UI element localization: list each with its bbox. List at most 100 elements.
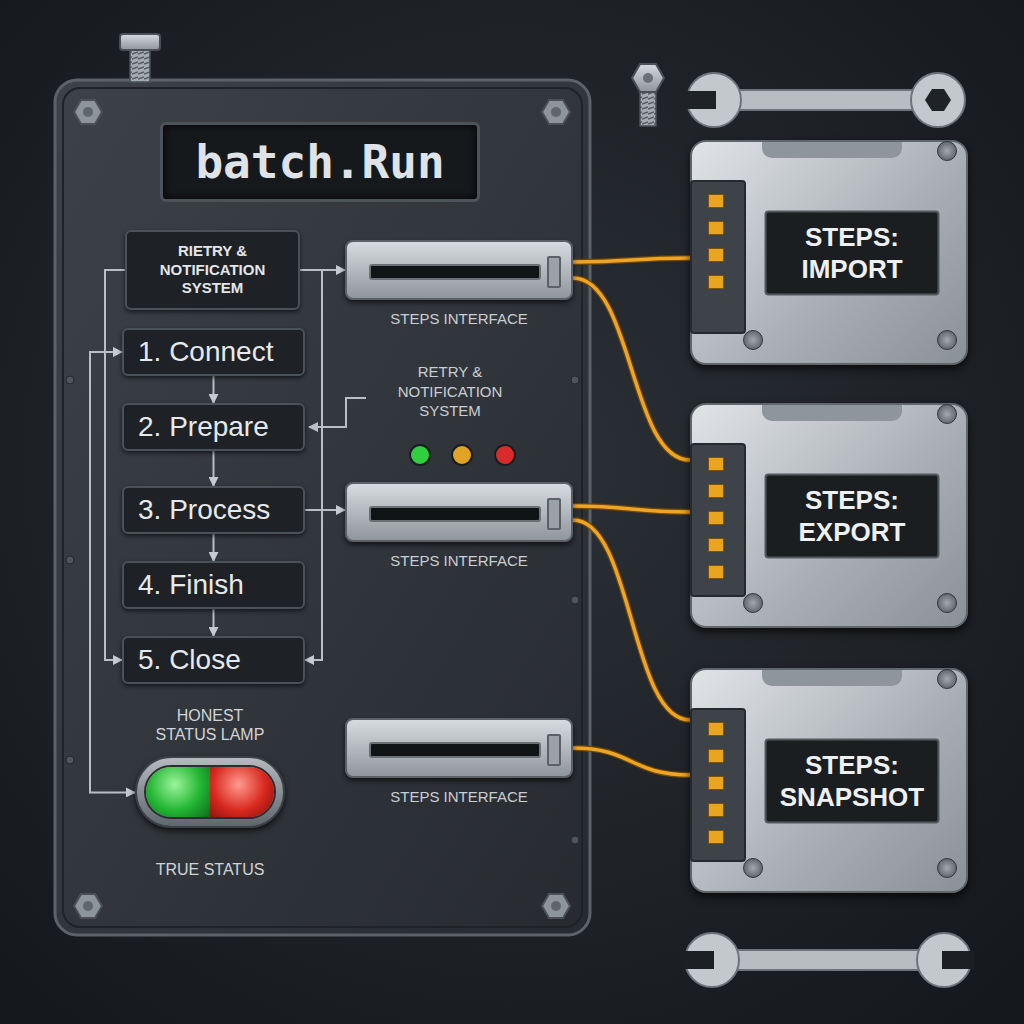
module-screw: [743, 593, 763, 613]
module-notch: [762, 142, 902, 158]
corner-bolt: [74, 894, 102, 918]
pin: [708, 722, 724, 736]
loose-screw: [632, 64, 664, 126]
module-notch: [762, 670, 902, 686]
control-panel: batch.RunRIETRY & NOTIFICATION SYSTEM 1. …: [55, 80, 590, 935]
wrench: [682, 933, 974, 987]
pin-block: [690, 180, 746, 334]
flow-line: [213, 451, 215, 486]
module-name: STEPS: IMPORT: [801, 221, 902, 284]
title-plate: batch.Run: [160, 122, 480, 202]
lamp-label: TRUE STATUS: [156, 860, 265, 879]
callout: RETRY & NOTIFICATION SYSTEM: [370, 362, 530, 421]
step-box: 5. Close: [122, 636, 305, 684]
cable-jacket: [573, 506, 690, 512]
module-screw: [937, 669, 957, 689]
flow-line: [305, 509, 345, 511]
pin: [708, 830, 724, 844]
module-label: STEPS: EXPORT: [765, 473, 940, 558]
slot-tab: [547, 734, 561, 766]
step-module: STEPS: SNAPSHOT: [690, 668, 968, 893]
module-name: STEPS: SNAPSHOT: [780, 749, 924, 812]
cable: [573, 258, 690, 262]
flow-arrow: [213, 376, 214, 403]
cable: [573, 506, 690, 512]
system-label: RIETRY & NOTIFICATION SYSTEM: [135, 242, 290, 298]
step-label: 5. Close: [138, 644, 241, 676]
module-label: STEPS: IMPORT: [765, 210, 940, 295]
cable-jacket: [573, 520, 690, 720]
slot-tab: [547, 498, 561, 530]
pin-block: [690, 443, 746, 597]
slot-opening: [369, 506, 541, 522]
step-box: 3. Process: [122, 486, 305, 534]
lamp-label: HONEST STATUS LAMP: [145, 706, 275, 744]
lamp-green: [146, 767, 210, 817]
step-module: STEPS: IMPORT: [690, 140, 968, 365]
module-screw: [743, 858, 763, 878]
system-box: RIETRY & NOTIFICATION SYSTEM: [125, 230, 300, 310]
pin: [708, 565, 724, 579]
cable-jacket: [573, 748, 690, 775]
cable: [573, 520, 690, 720]
interface-slot: STEPS INTERFACE: [345, 240, 573, 332]
corner-bolt: [542, 894, 570, 918]
flow-arrow: [213, 609, 214, 636]
callout-label: RETRY & NOTIFICATION SYSTEM: [398, 363, 503, 419]
cable: [573, 748, 690, 775]
pin: [708, 803, 724, 817]
pin: [708, 484, 724, 498]
slot-connector: [345, 718, 573, 778]
step-label: 4. Finish: [138, 569, 244, 601]
pin-block: [690, 708, 746, 862]
corner-bolt: [542, 100, 570, 124]
panel-plate: [55, 80, 590, 935]
panel-bevel: [63, 88, 582, 927]
pin: [708, 457, 724, 471]
module-name: STEPS: EXPORT: [799, 484, 906, 547]
step-label: 3. Process: [138, 494, 270, 526]
slot-connector: [345, 482, 573, 542]
pin: [708, 194, 724, 208]
interface-slot: STEPS INTERFACE: [345, 718, 573, 810]
pin: [708, 221, 724, 235]
slot-opening: [369, 264, 541, 280]
module-screw: [937, 404, 957, 424]
cable-jacket: [573, 278, 690, 460]
flow-arrow: [213, 534, 214, 561]
top-bolt: [120, 34, 160, 82]
lamp-bezel: [135, 756, 285, 828]
interface-label: STEPS INTERFACE: [345, 310, 573, 327]
step-label: 2. Prepare: [138, 411, 269, 443]
interface-slot: STEPS INTERFACE: [345, 482, 573, 574]
slot-tab: [547, 256, 561, 288]
lamp-lens: [144, 765, 276, 819]
cable-core: [573, 258, 690, 262]
module-screw: [743, 330, 763, 350]
wrench: [684, 73, 965, 127]
slot-connector: [345, 240, 573, 300]
leader-line: [309, 398, 366, 427]
cable-jacket: [573, 258, 690, 262]
cable-core: [573, 506, 690, 512]
step-label: 1. Connect: [138, 336, 273, 368]
step-box: 4. Finish: [122, 561, 305, 609]
module-screw: [937, 330, 957, 350]
module-screw: [937, 593, 957, 613]
module-screw: [937, 858, 957, 878]
flow-line: [213, 376, 215, 403]
flow-line: [213, 609, 215, 636]
pin: [708, 538, 724, 552]
status-leds: [410, 445, 515, 465]
pin: [708, 248, 724, 262]
flow-arrow: [305, 510, 345, 511]
module-screw: [937, 141, 957, 161]
cable-core: [573, 520, 690, 720]
pin: [708, 275, 724, 289]
module-notch: [762, 405, 902, 421]
step-box: 1. Connect: [122, 328, 305, 376]
corner-bolt: [74, 100, 102, 124]
step-module: STEPS: EXPORT: [690, 403, 968, 628]
